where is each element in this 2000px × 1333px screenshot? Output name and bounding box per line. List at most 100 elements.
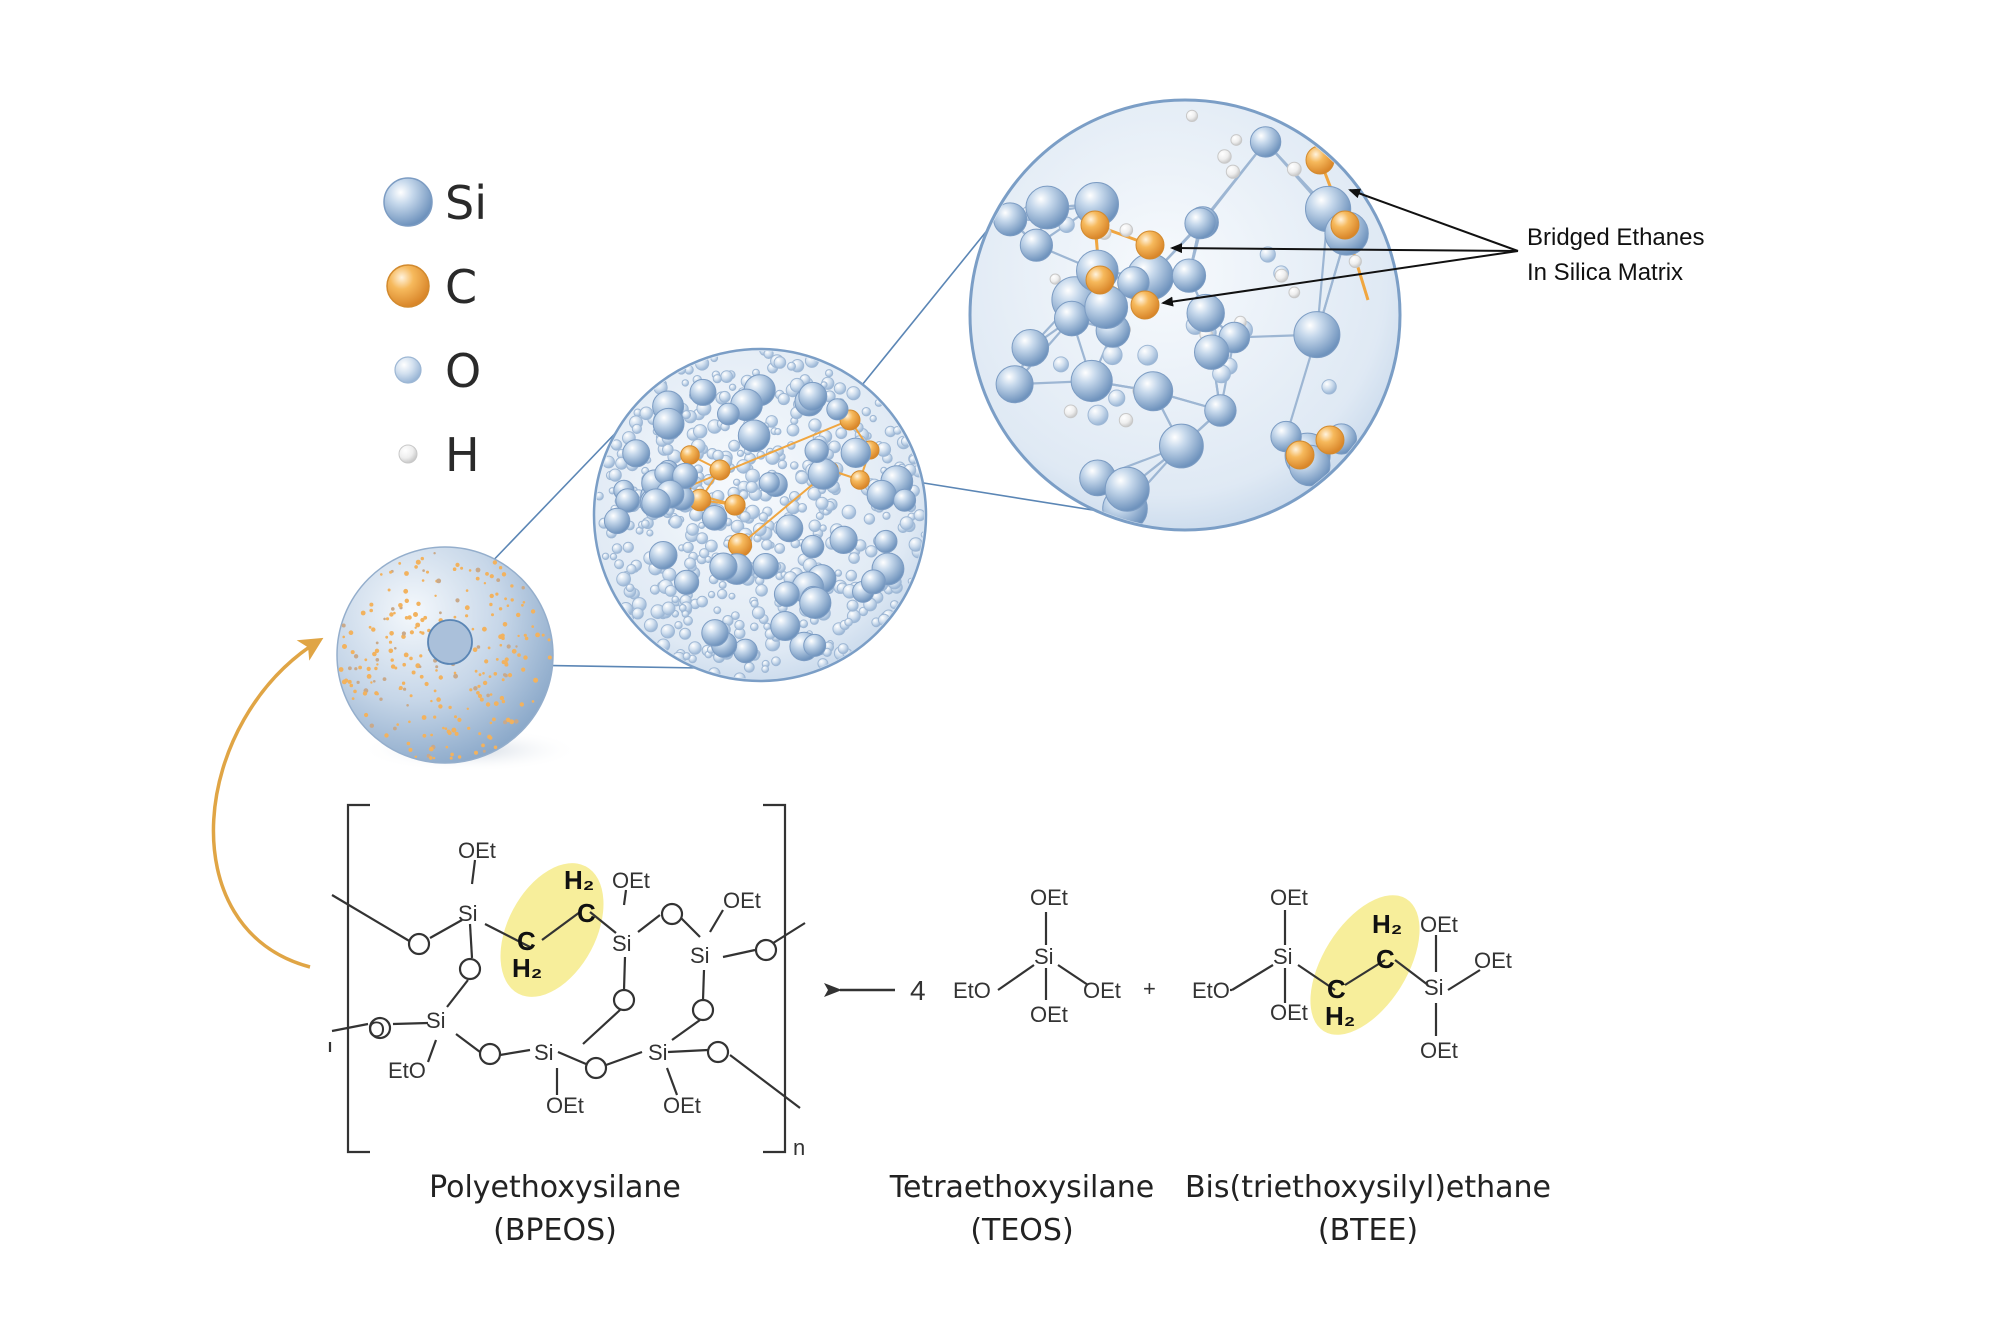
particle-speckle <box>451 727 457 733</box>
silicon-atom <box>1133 371 1174 412</box>
particle-speckle <box>356 680 360 685</box>
particle-speckle <box>503 720 508 725</box>
oxygen-atom <box>728 439 741 452</box>
particle-speckle <box>391 607 395 611</box>
particle-speckle <box>422 733 427 738</box>
oxygen-atom <box>734 619 745 631</box>
bridged-ethanes-annotation: Bridged Ethanes In Silica Matrix <box>1161 188 1704 307</box>
oxygen-atom <box>664 584 677 597</box>
particle-speckle <box>521 603 524 607</box>
hydrogen-atom <box>1185 109 1199 123</box>
teos-oet-right: OEt <box>1083 978 1121 1003</box>
particle-speckle <box>390 664 396 669</box>
oxygen-atom <box>678 604 687 612</box>
particle-speckle <box>501 572 507 577</box>
particle-speckle <box>504 597 507 601</box>
particle-speckle <box>419 674 424 679</box>
particle-speckle <box>398 603 403 608</box>
oxygen-atom <box>728 592 736 600</box>
oxygen-atom <box>750 622 759 632</box>
particle-speckle <box>475 576 480 581</box>
oxygen-atom <box>720 370 734 384</box>
particle-speckle <box>474 669 478 673</box>
oxygen-atom <box>1087 404 1109 426</box>
oxygen-atom <box>845 569 858 582</box>
caption-btee-name: Bis(triethoxysilyl)ethane <box>1185 1170 1551 1205</box>
particle-speckle <box>393 726 397 731</box>
oxygen-atom <box>731 611 740 620</box>
silicon-atom <box>804 438 829 463</box>
hydrogen-atom <box>1288 286 1301 299</box>
particle-speckle <box>485 702 491 707</box>
silicon-atom <box>807 458 840 490</box>
btee-oet-bottom-left: OEt <box>1270 1000 1308 1025</box>
oxygen-atom <box>799 619 809 629</box>
particle-speckle <box>547 655 552 660</box>
particle-speckle <box>353 689 357 694</box>
particle-zoom-region <box>427 619 473 665</box>
oxygen-atom <box>718 581 727 589</box>
silicon-atom <box>799 586 832 620</box>
oxygen-atom <box>1259 246 1276 263</box>
particle-speckle <box>364 658 368 662</box>
btee-oet-top-left: OEt <box>1270 885 1308 910</box>
particle-speckle <box>393 611 396 615</box>
particle-speckle <box>404 598 409 603</box>
oxygen-atom <box>846 386 861 401</box>
silicon-atom <box>1054 300 1090 337</box>
btee-ethane-highlight <box>1310 895 1420 1035</box>
btee-eto: EtO <box>1192 978 1230 1003</box>
particle-speckle <box>421 715 427 720</box>
silicon-atom <box>622 439 651 468</box>
oxygen-atom <box>913 509 924 522</box>
particle-speckle <box>531 625 534 628</box>
particle-speckle <box>371 627 376 632</box>
oxygen-atom <box>774 543 786 554</box>
silicon-atom <box>717 402 740 426</box>
oxygen-atom <box>639 406 654 421</box>
oxygen-atom <box>669 515 683 529</box>
particle-speckle <box>483 582 487 585</box>
silicon-atom <box>701 505 728 531</box>
oxygen-atom <box>707 590 716 599</box>
particle-speckle <box>510 598 514 602</box>
silicon-atom <box>689 378 717 406</box>
particle-speckle <box>517 653 521 657</box>
oxygen-atom <box>861 407 871 417</box>
particle-speckle <box>376 663 379 666</box>
particle-speckle <box>338 667 344 672</box>
formation-arrow <box>211 637 324 969</box>
particle-speckle <box>413 612 418 617</box>
particle-speckle <box>342 635 346 639</box>
bpeos-si-1: Si <box>458 901 478 926</box>
particle-speckle <box>414 626 417 629</box>
particle-speckle <box>514 719 519 724</box>
silicon-atom <box>752 553 779 580</box>
particle-speckle <box>375 658 380 662</box>
oxygen-atom <box>682 541 694 554</box>
particle-speckle <box>390 658 394 662</box>
particle-speckle <box>472 647 478 652</box>
particle-speckle <box>372 651 377 657</box>
particle-speckle <box>478 673 482 677</box>
bpeos-oet-3: OEt <box>723 888 761 913</box>
particle-speckle <box>349 683 354 688</box>
particle-speckle <box>519 702 524 707</box>
bpeos-h2-top: H₂ <box>564 865 594 895</box>
particle-speckle <box>447 730 452 736</box>
particle-speckle <box>394 647 397 650</box>
particle-speckle <box>499 643 503 647</box>
particle-speckle <box>422 569 425 572</box>
oxygen-atom <box>686 523 699 536</box>
bpeos-o-left: O <box>368 1017 385 1042</box>
legend: Si C O H <box>383 176 487 482</box>
oxygen-atom <box>790 461 799 470</box>
particle-speckle <box>533 677 539 683</box>
oxygen-atom <box>761 665 770 673</box>
particle-speckle <box>369 723 374 728</box>
carbon-atom <box>680 445 700 465</box>
particle-speckle <box>389 612 394 617</box>
particle-speckle <box>541 633 545 637</box>
particle-speckle <box>510 584 514 588</box>
particle-speckle <box>353 654 359 659</box>
